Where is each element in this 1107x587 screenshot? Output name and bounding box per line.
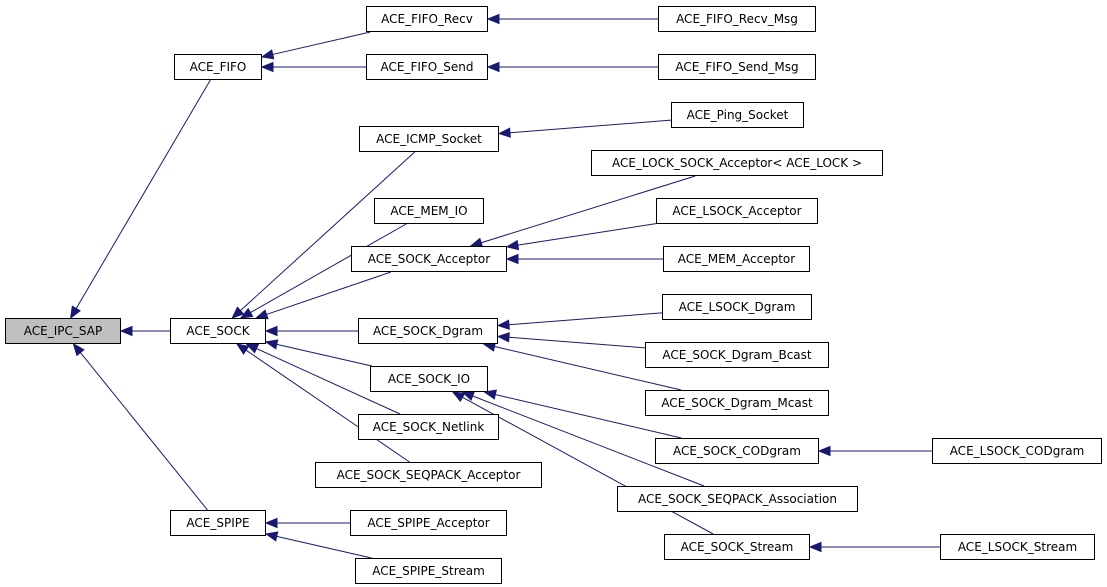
node-ace-spipe-acceptor[interactable]: ACE_SPIPE_Acceptor [350, 510, 507, 536]
edge-ace_sock_netlink-to-ace_sock [256, 348, 401, 415]
node-ace-spipe[interactable]: ACE_SPIPE [170, 510, 266, 536]
edge-ace_ping_socket-to-ace_icmp_socket [509, 119, 672, 134]
node-ace-fifo-send-msg[interactable]: ACE_FIFO_Send_Msg [658, 54, 816, 80]
node-ace-sock[interactable]: ACE_SOCK [170, 318, 266, 344]
arrowhead-ace_spipe [264, 531, 279, 542]
node-ace-sock-dgram-bcast[interactable]: ACE_SOCK_Dgram_Bcast [645, 342, 829, 368]
arrowhead-ace_sock_io [451, 391, 466, 403]
node-ace-sock-seqpack-association[interactable]: ACE_SOCK_SEQPACK_Association [617, 486, 858, 512]
arrowhead-ace_sock [231, 306, 245, 319]
node-ace-ping-socket[interactable]: ACE_Ping_Socket [671, 102, 804, 128]
arrowhead-ace_sock_stream [808, 541, 822, 553]
edge-ace_lock_sock_acceptor-to-ace_sock_acceptor [481, 175, 696, 244]
arrowhead-ace_fifo [260, 61, 274, 73]
edge-ace_spipe-to-ace_ipc_sap [80, 352, 208, 511]
node-ace-sock-acceptor[interactable]: ACE_SOCK_Acceptor [351, 246, 507, 272]
arrowhead-ace_ipc_sap [119, 325, 133, 337]
arrowhead-ace_sock [264, 325, 278, 337]
node-ace-sock-seqpack-acceptor[interactable]: ACE_SOCK_SEQPACK_Acceptor [315, 462, 542, 488]
edge-ace_fifo_recv-to-ace_fifo [272, 31, 371, 55]
arrowhead-ace_sock_codgram [817, 445, 831, 457]
edge-ace_sock_dgram_bcast-to-ace_sock_dgram [508, 336, 646, 349]
node-ace-sock-io[interactable]: ACE_SOCK_IO [370, 366, 488, 392]
arrowhead-ace_sock_acceptor [505, 253, 519, 265]
edge-ace_fifo-to-ace_ipc_sap [75, 79, 211, 309]
node-ace-lsock-acceptor[interactable]: ACE_LSOCK_Acceptor [656, 198, 818, 224]
edge-ace_sock_codgram-to-ace_sock_io [495, 394, 682, 439]
edge-ace_sock_io-to-ace_sock [276, 343, 372, 367]
edge-ace_sock_seqpack_association-to-ace_sock_io [472, 395, 705, 487]
arrowhead-ace_sock [264, 339, 279, 350]
node-ace-sock-dgram[interactable]: ACE_SOCK_Dgram [358, 318, 498, 344]
edge-ace_lsock_acceptor-to-ace_sock_acceptor [517, 223, 657, 246]
arrowhead-ace_sock_acceptor [505, 239, 520, 251]
arrowhead-ace_spipe [264, 517, 278, 529]
arrowhead-ace_fifo [260, 49, 275, 60]
arrowhead-ace_fifo_send [486, 61, 500, 73]
node-ace-lsock-codgram[interactable]: ACE_LSOCK_CODgram [932, 438, 1102, 464]
edge-ace_spipe_stream-to-ace_spipe [276, 535, 372, 559]
arrowhead-ace_ipc_sap [69, 305, 81, 320]
arrowhead-ace_fifo_recv [486, 13, 500, 25]
edge-ace_sock_seqpack_acceptor-to-ace_sock [245, 349, 410, 463]
edge-ace_mem_io-to-ace_sock [250, 223, 407, 313]
arrowhead-ace_sock [245, 343, 260, 354]
node-ace-sock-dgram-mcast[interactable]: ACE_SOCK_Dgram_Mcast [645, 390, 829, 416]
node-ace-lock-sock-acceptor[interactable]: ACE_LOCK_SOCK_Acceptor< ACE_LOCK > [591, 150, 883, 176]
edge-ace_sock_acceptor-to-ace_sock [266, 271, 392, 315]
arrowhead-ace_ipc_sap [72, 342, 85, 357]
edge-ace_icmp_socket-to-ace_sock [240, 151, 416, 311]
node-ace-mem-io[interactable]: ACE_MEM_IO [374, 198, 484, 224]
arrowhead-ace_icmp_socket [497, 127, 511, 138]
node-ace-icmp-socket[interactable]: ACE_ICMP_Socket [359, 126, 499, 152]
arrowhead-ace_sock_io [483, 389, 498, 400]
arrowhead-ace_sock_dgram [496, 332, 510, 343]
edge-ace_sock_dgram_mcast-to-ace_sock_dgram [494, 346, 682, 391]
node-ace-fifo[interactable]: ACE_FIFO [174, 54, 262, 80]
node-ace-spipe-stream[interactable]: ACE_SPIPE_Stream [355, 558, 502, 584]
node-ace-sock-codgram[interactable]: ACE_SOCK_CODgram [655, 438, 819, 464]
node-ace-lsock-dgram[interactable]: ACE_LSOCK_Dgram [662, 294, 812, 320]
node-ace-ipc-sap[interactable]: ACE_IPC_SAP [5, 318, 121, 344]
node-ace-sock-stream[interactable]: ACE_SOCK_Stream [664, 534, 810, 560]
node-ace-fifo-recv-msg[interactable]: ACE_FIFO_Recv_Msg [658, 6, 816, 32]
node-ace-fifo-recv[interactable]: ACE_FIFO_Recv [366, 6, 488, 32]
node-ace-sock-netlink[interactable]: ACE_SOCK_Netlink [358, 414, 499, 440]
node-ace-mem-acceptor[interactable]: ACE_MEM_Acceptor [663, 246, 810, 272]
arrowhead-ace_sock_dgram [496, 319, 510, 330]
arrowhead-ace_sock [239, 307, 254, 319]
node-ace-fifo-send[interactable]: ACE_FIFO_Send [366, 54, 488, 80]
arrowhead-ace_sock [235, 343, 250, 355]
edge-ace_lsock_dgram-to-ace_sock_dgram [508, 312, 663, 326]
node-ace-lsock-stream[interactable]: ACE_LSOCK_Stream [940, 534, 1095, 560]
